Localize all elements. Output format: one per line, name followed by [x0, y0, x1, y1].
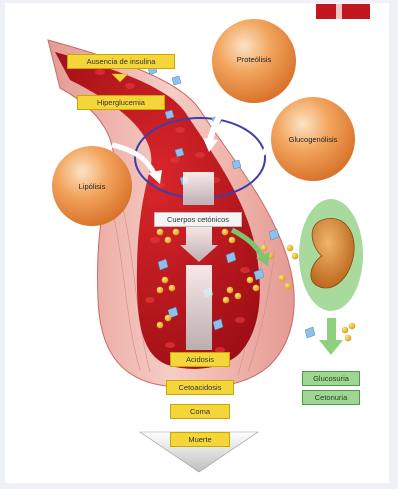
glycogenolysis-label: Glucogenólisis: [283, 135, 343, 144]
ketoacidosis-label: Cetoacidosis: [166, 380, 234, 395]
top-vessel-fragment: [316, 4, 370, 19]
glycosuria-label: Glucosuria: [302, 371, 360, 386]
insulin-absence-label: Ausencia de insulina: [67, 54, 175, 69]
urine-arrow: [319, 318, 343, 355]
lipolysis-label: Lipólisis: [64, 182, 120, 191]
top-vessel-highlight: [336, 4, 342, 19]
death-label: Muerte: [170, 432, 230, 447]
arrow-shaft: [186, 265, 212, 350]
ketone-bodies-label: Cuerpos cetónicos: [154, 212, 242, 227]
glycogenolysis-arrowhead: [248, 165, 262, 178]
proteolysis-label: Proteólisis: [226, 55, 282, 64]
ketonuria-label: Cetonuria: [302, 390, 360, 405]
coma-label: Coma: [170, 404, 230, 419]
acidosis-label: Acidosis: [170, 352, 230, 367]
arrow-segment-1: [183, 172, 214, 205]
hyperglycemia-label: Hiperglucemia: [77, 95, 165, 110]
